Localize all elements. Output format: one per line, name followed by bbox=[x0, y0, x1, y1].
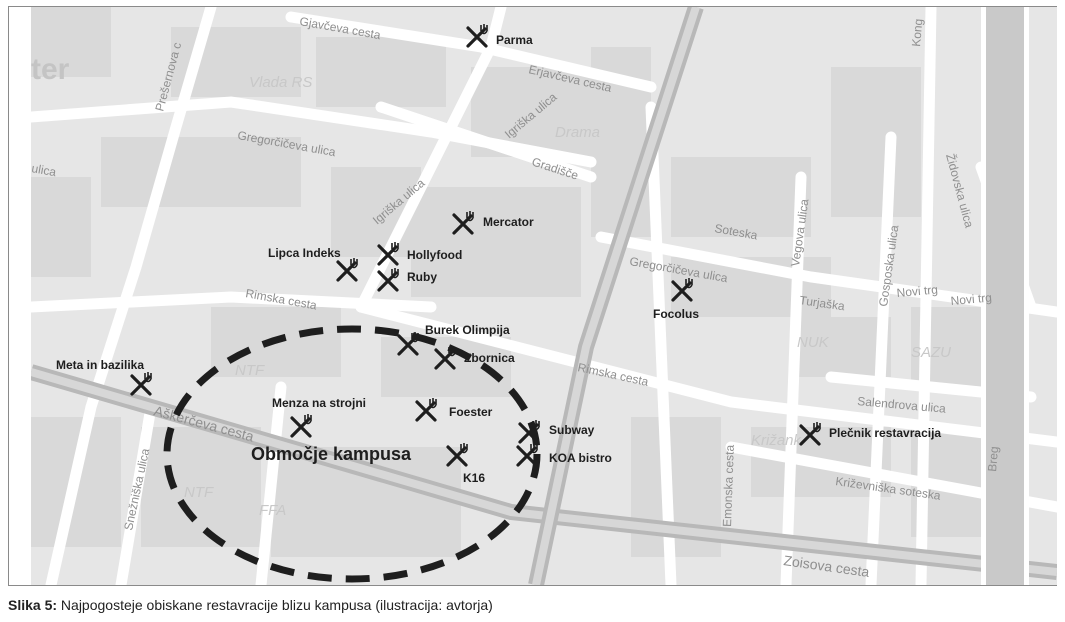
river bbox=[986, 7, 1024, 585]
building-blocks bbox=[31, 7, 1001, 557]
street-label: Breg bbox=[985, 446, 1001, 472]
street-label: ulica bbox=[31, 161, 58, 179]
street-label: Emonska cesta bbox=[720, 444, 737, 527]
restaurant-label: Parma bbox=[496, 33, 533, 47]
street-label: Novi trg bbox=[896, 282, 938, 300]
landmark-label: Vlada RS bbox=[249, 74, 312, 91]
street-label: Novi trg bbox=[950, 290, 992, 308]
road-network bbox=[31, 7, 1057, 585]
restaurant-label: Lipca Indeks bbox=[268, 246, 341, 260]
restaurant-marker-parma[interactable]: Parma bbox=[466, 22, 533, 48]
restaurant-label: Zbornica bbox=[464, 351, 515, 365]
campus-area-outline bbox=[163, 325, 541, 583]
landmark-label: Drama bbox=[555, 124, 600, 141]
restaurant-label: Menza na strojni bbox=[272, 396, 366, 410]
restaurant-marker-subway[interactable]: Subway bbox=[518, 418, 595, 444]
restaurant-marker-mercator[interactable]: Mercator bbox=[452, 209, 534, 235]
landmark-label: Križank bbox=[751, 432, 803, 449]
restaurant-label: Ruby bbox=[407, 270, 437, 284]
caption-text: Najpogosteje obiskane restavracije blizu… bbox=[60, 597, 493, 613]
restaurant-marker-focolus[interactable]: Focolus bbox=[653, 276, 699, 321]
restaurant-label: Focolus bbox=[653, 307, 699, 321]
restaurant-marker-burek-olimpija[interactable]: Burek Olimpija bbox=[397, 323, 510, 356]
restaurant-label: Foester bbox=[449, 405, 493, 419]
restaurant-label: Subway bbox=[549, 423, 595, 437]
restaurant-label: Hollyfood bbox=[407, 248, 462, 262]
restaurant-label: Burek Olimpija bbox=[425, 323, 510, 337]
landmark-label: NTF bbox=[235, 362, 265, 379]
restaurant-marker-menza-na-strojni[interactable]: Menza na strojni bbox=[272, 396, 366, 438]
restaurant-marker-zbornica[interactable]: Zbornica bbox=[434, 344, 515, 370]
landmark-label: NTF bbox=[184, 484, 214, 501]
restaurant-label: Plečnik restavracija bbox=[829, 426, 941, 440]
main-roads bbox=[31, 7, 1057, 585]
figure-frame: ter Gjavčeva cesta Prešernova c Erjavčev… bbox=[8, 6, 1057, 586]
restaurant-marker-ruby[interactable]: Ruby bbox=[377, 266, 437, 292]
restaurant-marker-hollyfood[interactable]: Hollyfood bbox=[377, 240, 462, 266]
landmark-label: NUK bbox=[797, 334, 830, 351]
restaurant-marker-foester[interactable]: Foester bbox=[415, 396, 493, 422]
restaurant-marker-plecnik-restavracija[interactable]: Plečnik restavracija bbox=[799, 420, 941, 446]
restaurant-marker-k16[interactable]: K16 bbox=[446, 441, 485, 485]
landmark-label: SAZU bbox=[911, 344, 951, 361]
street-label: Turjaška bbox=[799, 293, 846, 313]
river-bank bbox=[981, 7, 986, 585]
campus-map: ter Gjavčeva cesta Prešernova c Erjavčev… bbox=[31, 7, 1057, 585]
restaurant-label: Meta in bazilika bbox=[56, 358, 144, 372]
restaurant-label: KOA bistro bbox=[549, 451, 612, 465]
restaurant-label: K16 bbox=[463, 471, 485, 485]
restaurant-label: Mercator bbox=[483, 215, 534, 229]
restaurant-marker-meta-in-bazilika[interactable]: Meta in bazilika bbox=[56, 358, 153, 396]
figure-caption: Slika 5: Najpogosteje obiskane restavrac… bbox=[8, 597, 493, 613]
street-label: Kong bbox=[909, 18, 925, 47]
campus-area-label: Območje kampusa bbox=[251, 444, 412, 464]
landmark-label: FFA bbox=[259, 502, 286, 519]
river-bank bbox=[1024, 7, 1029, 585]
partial-city-label: ter bbox=[31, 53, 70, 86]
caption-label: Slika 5: bbox=[8, 597, 58, 613]
restaurant-marker-koa-bistro[interactable]: KOA bistro bbox=[516, 441, 612, 467]
restaurant-marker-lipca-indeks[interactable]: Lipca Indeks bbox=[268, 246, 359, 282]
